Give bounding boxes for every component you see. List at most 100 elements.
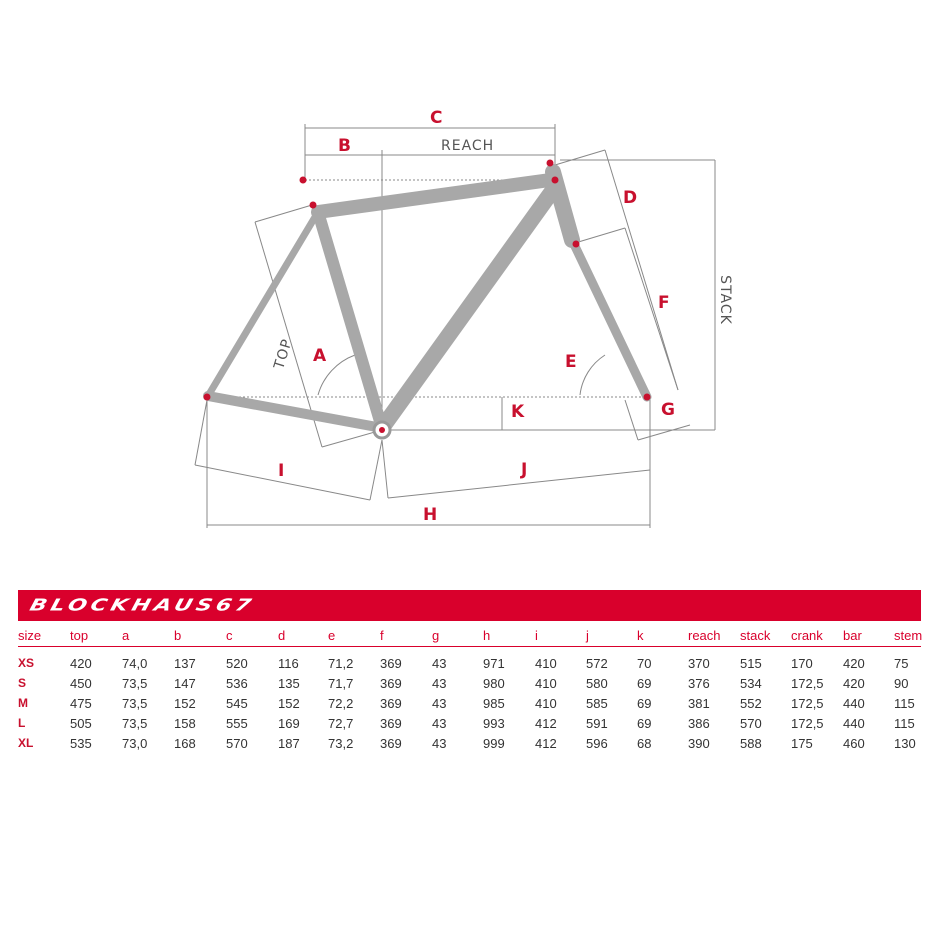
dim-label-reach: REACH (441, 138, 495, 154)
dim-label-e: E (565, 352, 577, 372)
cell-stem: 75 (894, 655, 909, 671)
bike-frame-drawing (194, 124, 716, 528)
cell-stack: 588 (740, 735, 762, 751)
cell-d: 152 (278, 695, 300, 711)
cell-i: 412 (535, 735, 557, 751)
column-header-reach: reach (688, 624, 740, 647)
cell-c: 545 (226, 695, 248, 711)
column-header-k: k (637, 624, 688, 647)
cell-b: 147 (174, 675, 196, 691)
cell-bar: 440 (843, 715, 865, 731)
cell-crank: 172,5 (791, 695, 824, 711)
cell-d: 135 (278, 675, 300, 691)
cell-i: 410 (535, 675, 557, 691)
cell-b: 137 (174, 655, 196, 671)
cell-k: 70 (637, 655, 652, 671)
cell-e: 72,2 (328, 695, 354, 711)
cell-i: 412 (535, 715, 557, 731)
column-header-b: b (174, 624, 226, 647)
cell-c: 555 (226, 715, 248, 731)
column-header-j: j (586, 624, 637, 647)
cell-e: 72,7 (328, 715, 354, 731)
cell-stack: 552 (740, 695, 762, 711)
cell-j: 580 (586, 675, 608, 691)
cell-j: 585 (586, 695, 608, 711)
cell-h: 971 (483, 655, 505, 671)
cell-stack: 515 (740, 655, 762, 671)
cell-a: 73,5 (122, 695, 148, 711)
cell-top: 505 (70, 715, 92, 731)
dim-label-b: B (338, 136, 351, 156)
cell-top: 420 (70, 655, 92, 671)
column-header-stem: stem (894, 624, 922, 647)
column-header-h: h (483, 624, 535, 647)
cell-i: 410 (535, 695, 557, 711)
cell-reach: 381 (688, 695, 710, 711)
cell-crank: 172,5 (791, 715, 824, 731)
cell-k: 68 (637, 735, 652, 751)
cell-b: 152 (174, 695, 196, 711)
cell-h: 999 (483, 735, 505, 751)
cell-g: 43 (432, 695, 447, 711)
frame-geometry-diagram: C B REACH D F STACK TOP A E K G I J H (194, 108, 733, 528)
column-header-g: g (432, 624, 483, 647)
cell-a: 73,0 (122, 735, 148, 751)
dim-label-stack: STACK (716, 275, 733, 325)
cell-d: 169 (278, 715, 300, 731)
dim-label-h: H (423, 505, 438, 525)
cell-stem: 130 (894, 735, 916, 751)
cell-f: 369 (380, 695, 402, 711)
cell-a: 73,5 (122, 715, 148, 731)
column-header-size: size (18, 624, 70, 647)
cell-top: 450 (70, 675, 92, 691)
column-header-f: f (380, 624, 432, 647)
cell-f: 369 (380, 735, 402, 751)
cell-bar: 420 (843, 675, 865, 691)
cell-d: 116 (278, 655, 299, 671)
dim-label-i: I (278, 461, 285, 481)
cell-c: 536 (226, 675, 248, 691)
cell-h: 980 (483, 675, 505, 691)
cell-crank: 170 (791, 655, 813, 671)
model-banner: BLOCKHAUS67 (18, 590, 921, 621)
cell-reach: 390 (688, 735, 710, 751)
size-label: XS (18, 656, 35, 670)
cell-e: 73,2 (328, 735, 354, 751)
column-header-bar: bar (843, 624, 894, 647)
cell-g: 43 (432, 735, 447, 751)
cell-c: 520 (226, 655, 248, 671)
dim-label-d: D (623, 188, 638, 208)
column-header-stack: stack (740, 624, 791, 647)
column-header-crank: crank (791, 624, 843, 647)
cell-k: 69 (637, 715, 652, 731)
size-label: L (18, 716, 26, 730)
cell-c: 570 (226, 735, 248, 751)
cell-g: 43 (432, 715, 447, 731)
cell-b: 158 (174, 715, 196, 731)
dim-label-f: F (658, 293, 670, 313)
cell-b: 168 (174, 735, 196, 751)
cell-a: 73,5 (122, 675, 148, 691)
cell-k: 69 (637, 695, 652, 711)
column-header-top: top (70, 624, 122, 647)
dim-label-g: G (661, 400, 675, 420)
cell-crank: 175 (791, 735, 813, 751)
column-header-a: a (122, 624, 174, 647)
cell-stem: 115 (894, 715, 915, 731)
cell-k: 69 (637, 675, 652, 691)
cell-g: 43 (432, 675, 447, 691)
cell-bar: 420 (843, 655, 865, 671)
cell-stem: 115 (894, 695, 915, 711)
cell-reach: 370 (688, 655, 710, 671)
column-header-i: i (535, 624, 586, 647)
dim-label-j: J (521, 460, 528, 480)
column-header-c: c (226, 624, 278, 647)
cell-i: 410 (535, 655, 557, 671)
cell-j: 572 (586, 655, 608, 671)
dim-label-a: A (313, 346, 327, 366)
cell-stem: 90 (894, 675, 909, 691)
